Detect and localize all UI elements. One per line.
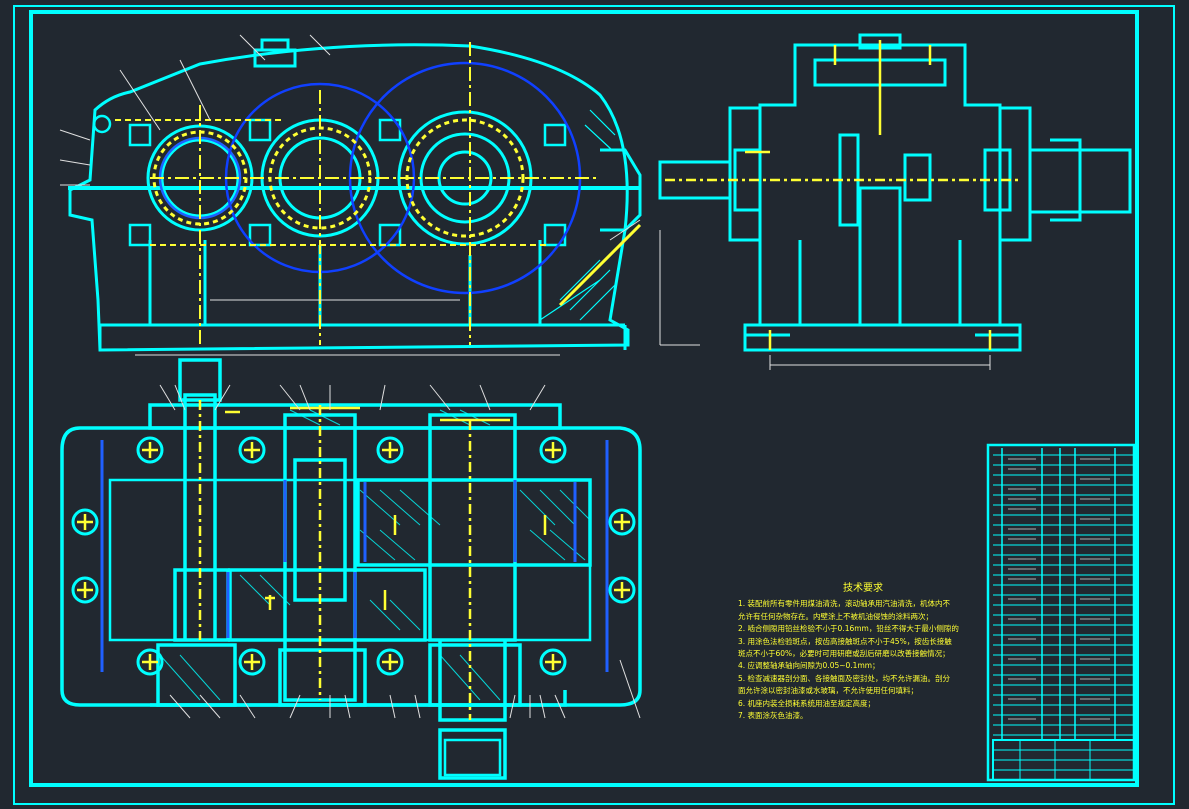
top-view-output-shaft <box>428 413 517 780</box>
side-view-shaft <box>658 138 1132 222</box>
tech-note-line: 7. 表面涂灰色油漆。 <box>738 711 808 721</box>
top-view-housing <box>60 426 642 707</box>
top-view-bearing-caps <box>156 643 522 707</box>
top-view-leaders <box>159 384 641 719</box>
tech-note-line: 2. 啮合侧隙用铅丝检验不小于0.16mm，铅丝不得大于最小侧隙的 <box>738 624 959 634</box>
top-view-upper-flange <box>148 403 562 430</box>
front-view-base <box>98 323 627 350</box>
side-view-inspection-cover <box>813 33 947 87</box>
tech-note-line: 面允许涂以密封油漆或水玻璃，不允许使用任何填料； <box>738 686 918 696</box>
side-view-bearings <box>733 133 1012 227</box>
front-view-bearing-dash-rings <box>152 118 525 238</box>
front-view-housing <box>68 43 630 352</box>
sheet-border-inner <box>29 10 1139 787</box>
front-view-lifting-eye <box>92 114 112 134</box>
front-view-hatch <box>539 109 616 321</box>
top-view-centerlines <box>77 400 630 720</box>
tech-note-line: 斑点不小于60%，必要时可用研磨或刮后研磨以改善接触情况； <box>738 649 950 659</box>
top-view-blue-lines <box>100 440 609 672</box>
side-view <box>658 33 1132 352</box>
title-block-grid <box>993 740 1134 780</box>
top-view <box>60 358 642 780</box>
front-view <box>68 38 642 352</box>
tech-note-line: 4. 应调整轴承轴向间隙为0.05~0.1mm； <box>738 661 880 671</box>
technical-requirements-title: 技术要求 <box>843 583 883 594</box>
side-view-legs <box>758 186 1002 327</box>
sheet-border-outer <box>13 5 1175 805</box>
parts-list-table <box>986 443 1136 782</box>
top-view-bolt-holes <box>71 436 636 676</box>
technical-requirements: 技术要求 1. 装配前所有零件用煤油清洗，滚动轴承用汽油清洗，机体内不 允许有任… <box>738 583 988 722</box>
top-view-output-coupling <box>443 738 502 777</box>
front-view-dimensions <box>59 34 641 356</box>
tech-note-line: 允许有任何杂物存在。内壁涂上不被机油侵蚀的涂料两次； <box>738 611 933 621</box>
front-view-end-flange <box>600 148 642 232</box>
top-view-gears <box>228 478 592 642</box>
front-view-cover-boss <box>253 38 297 68</box>
tech-note-line: 3. 用涂色法检验斑点，按齿高接触斑点不小于45%，按齿长接触 <box>738 636 952 646</box>
front-view-ribs <box>148 240 542 325</box>
tech-note-line: 5. 检查减速器剖分面、各接触面及密封处，均不允许漏油。剖分 <box>738 673 951 683</box>
side-view-centerlines <box>665 40 1020 350</box>
top-view-inner-wall <box>108 478 592 642</box>
tech-note-line: 1. 装配前所有零件用煤油清洗，滚动轴承用汽油清洗，机体内不 <box>738 599 951 609</box>
top-view-hatching <box>159 409 591 701</box>
parts-list-cell-marks <box>1008 458 1110 720</box>
top-view-input-shaft <box>173 358 230 642</box>
top-view-lower-flange <box>150 690 567 707</box>
side-view-dimensions <box>659 230 991 370</box>
top-view-intermediate-shaft <box>283 413 357 702</box>
front-view-centerlines <box>115 42 642 345</box>
tech-note-line: 6. 机座内装全损耗系统用油至规定高度； <box>738 698 876 708</box>
parts-list-rows <box>993 454 1134 736</box>
side-view-base <box>743 323 1022 352</box>
parts-list-columns <box>1001 448 1116 740</box>
